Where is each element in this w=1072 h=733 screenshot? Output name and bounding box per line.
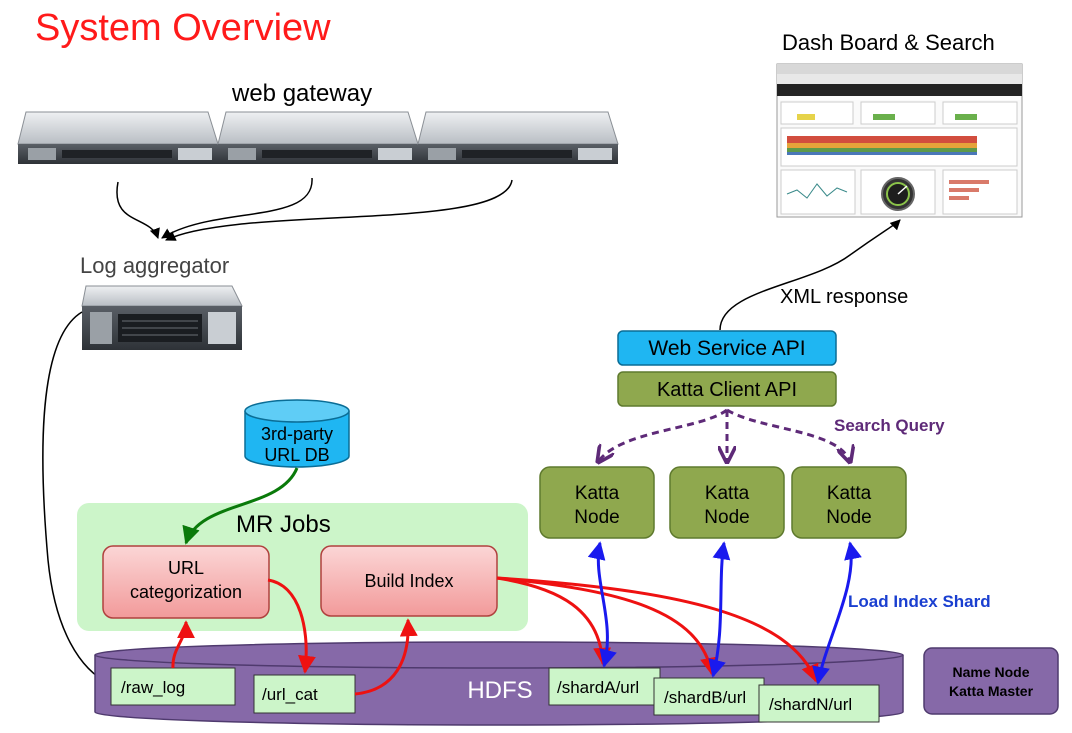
- raw-log-path-box: [110, 667, 236, 706]
- dashboard-screenshot-icon: [776, 63, 1023, 218]
- search-query-arrow: [726, 408, 850, 462]
- url-cat-path-box: [253, 674, 356, 714]
- web-service-api-box: [617, 330, 837, 366]
- xml-response-arrow: [719, 219, 901, 331]
- search-query-label: Search Query: [834, 416, 945, 435]
- katta-node-label: Katta: [827, 483, 872, 504]
- url-categorization-label: categorization: [130, 582, 242, 602]
- log-aggregator-label: Log aggregator: [80, 253, 229, 278]
- categorization-to-url-cat-arrow: [267, 578, 316, 674]
- web-gateway-label: web gateway: [231, 80, 372, 107]
- raw-log-to-categorization-arrow: [171, 620, 195, 669]
- katta-node-label: Katta: [705, 483, 750, 504]
- build-index-to-shard-b-arrow: [496, 576, 718, 676]
- hdfs-label: HDFS: [467, 677, 532, 704]
- shard-a-path-label: /shardA/url: [557, 678, 639, 697]
- shard-a-path-box: [548, 667, 661, 706]
- url-categorization-label: URL: [168, 558, 204, 578]
- shard-b-path-label: /shardB/url: [664, 688, 746, 707]
- build-index-box: [320, 545, 498, 617]
- katta-node-box: [791, 466, 907, 539]
- katta-node-label: Node: [704, 507, 749, 528]
- katta-node-label: Node: [826, 507, 871, 528]
- rack-server-icon: [417, 111, 619, 164]
- aggregator-to-raw-log-arrow: [42, 311, 111, 685]
- katta-node-label: Katta: [575, 483, 620, 504]
- url-db-cylinder-icon: [244, 399, 350, 468]
- url-db-label: 3rd-party: [261, 424, 333, 444]
- url-cat-path-label: /url_cat: [262, 685, 318, 704]
- mr-jobs-title: MR Jobs: [236, 511, 331, 538]
- gateway-to-aggregator-arrow: [116, 181, 160, 239]
- name-node-label: Name Node: [952, 664, 1029, 680]
- url-db-to-categorization-arrow: [182, 467, 299, 545]
- raw-log-path-label: /raw_log: [121, 678, 185, 697]
- katta-node-box: [669, 466, 785, 539]
- search-query-arrow: [598, 408, 728, 462]
- katta-master-label: Katta Master: [949, 683, 1034, 699]
- rack-server-icon: [17, 111, 219, 164]
- name-node-box: [923, 647, 1059, 715]
- web-service-api-label: Web Service API: [648, 337, 805, 360]
- xml-response-label: XML response: [780, 286, 908, 308]
- page-title: System Overview: [35, 7, 331, 49]
- url-cat-to-build-index-arrow: [354, 618, 418, 696]
- katta-node-label: Node: [574, 507, 619, 528]
- tower-server-icon: [81, 285, 243, 350]
- shard-b-node-link-arrow: [708, 541, 731, 678]
- katta-client-api-label: Katta Client API: [657, 379, 797, 401]
- url-db-label: URL DB: [264, 445, 329, 465]
- url-categorization-box: [102, 545, 270, 619]
- katta-node-box: [539, 466, 655, 539]
- shard-n-path-box: [758, 684, 880, 723]
- dashboard-label: Dash Board & Search: [782, 30, 995, 55]
- katta-client-api-box: [617, 371, 837, 407]
- build-index-label: Build Index: [364, 571, 453, 591]
- load-index-shard-label: Load Index Shard: [848, 592, 991, 611]
- shard-n-path-label: /shardN/url: [769, 695, 852, 714]
- rack-server-icon: [217, 111, 419, 164]
- shard-a-node-link-arrow: [587, 541, 617, 668]
- shard-n-node-link-arrow: [812, 541, 862, 685]
- gateway-to-aggregator-arrow: [161, 177, 313, 239]
- gateway-to-aggregator-arrow: [165, 179, 513, 241]
